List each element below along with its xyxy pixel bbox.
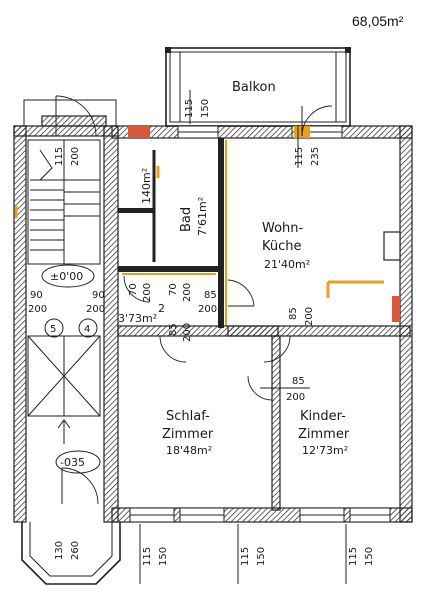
total-area: 68,05m²: [352, 13, 404, 29]
hall-number: 2: [158, 302, 165, 315]
dim-right-door-h: 200: [86, 304, 105, 315]
dim-left-door-h: 200: [28, 304, 47, 315]
dim-kids-side-door-w: 85: [292, 376, 305, 387]
hall-area: 3'73m²: [118, 312, 157, 325]
dim-left-door-w: 90: [30, 290, 43, 301]
stair-number-4-circle: [78, 318, 98, 338]
bedroom-area: 18'48m²: [166, 444, 212, 457]
dim-bedroom-door-h: 200: [182, 323, 193, 342]
kids-area: 12'73m²: [302, 444, 348, 457]
kids-name-2: Zimmer: [298, 427, 350, 442]
dim-kids-top-door-h: 200: [304, 307, 315, 326]
bedroom-name-2: Zimmer: [162, 427, 214, 442]
living-name-1: Wohn-: [262, 221, 304, 236]
dim-bedroom-win2-w: 115: [240, 547, 251, 566]
staircase: [21, 139, 121, 585]
dim-stair-door-w: 115: [54, 147, 65, 166]
interior-walls: [14, 138, 411, 511]
dim-kitchen-door-w: 115: [294, 147, 305, 166]
bath-area: 7'61m²: [196, 197, 209, 236]
dim-wc-door-h: 200: [142, 283, 153, 302]
level-top: ±0'00: [50, 270, 83, 283]
chimney: [383, 231, 401, 261]
dim-balcony-door-h: 150: [200, 99, 211, 118]
dim-bath-door-h: 200: [182, 283, 193, 302]
level-bottom: -035: [60, 456, 85, 469]
dim-bedroom-win1-h: 150: [158, 547, 169, 566]
dim-entry-door-w: 130: [54, 541, 65, 560]
stair-number-4: 4: [84, 324, 90, 335]
dim-kids-top-door-w: 85: [288, 307, 299, 320]
doors: [55, 95, 333, 505]
dim-kids-win-w: 115: [348, 547, 359, 566]
dim-kids-win-h: 150: [364, 547, 375, 566]
stair-number-5-circle: [44, 318, 64, 338]
dim-bath-door-w: 70: [168, 283, 179, 296]
kids-name-1: Kinder-: [300, 409, 346, 424]
level-marker-bottom: [55, 450, 101, 474]
bottom-dim-ticks: [139, 90, 347, 584]
dim-kids-side-door-h: 200: [286, 392, 305, 403]
dim-kitchen-door-h: 235: [310, 147, 321, 166]
dim-right-door-w: 90: [92, 290, 105, 301]
living-name-2: Küche: [262, 239, 302, 254]
dim-kitchen-hall-door-h: 200: [198, 304, 217, 315]
balcony-label: Balkon: [232, 80, 276, 95]
level-marker-top: [41, 264, 95, 288]
stair-number-5: 5: [50, 324, 56, 335]
bath-name: Bad: [179, 207, 194, 232]
dim-bedroom-door-w: 85: [168, 323, 179, 336]
dim-stair-door-h: 200: [70, 147, 81, 166]
wc-area: 140m²: [140, 168, 153, 204]
dim-entry-door-h: 260: [70, 541, 81, 560]
dim-bedroom-win2-h: 150: [256, 547, 267, 566]
windows-bottom: [129, 507, 391, 523]
living-area: 21'40m²: [264, 258, 310, 271]
bedroom-name-1: Schlaf-: [166, 409, 210, 424]
right-wall-accent: [392, 296, 400, 322]
dim-bedroom-win1-w: 115: [142, 547, 153, 566]
dim-wc-door-w: 70: [128, 283, 139, 296]
dim-kitchen-hall-door-w: 85: [204, 290, 217, 301]
windows-top: [128, 125, 343, 139]
